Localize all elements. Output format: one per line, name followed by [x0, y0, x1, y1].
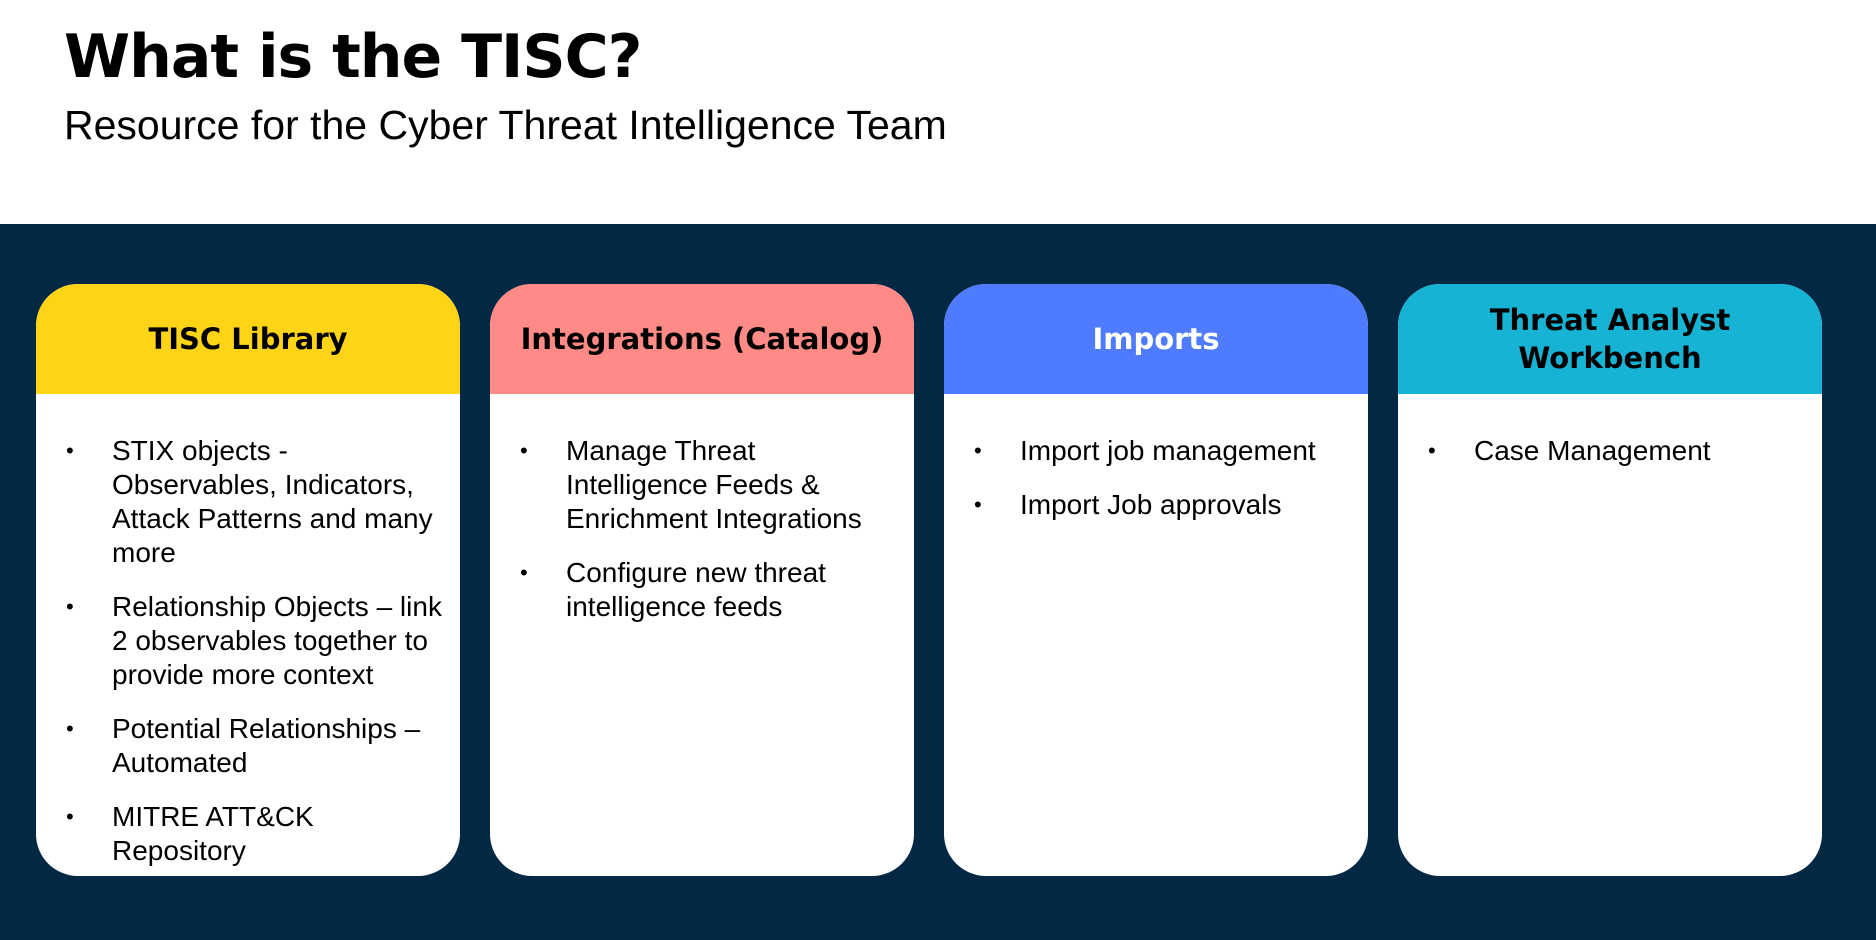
- bullet-dot-icon: •: [974, 438, 982, 463]
- bullet-item: • Configure new threat intelligence feeds: [508, 556, 900, 624]
- bullet-item: • STIX objects - Observables, Indicators,…: [54, 434, 446, 570]
- bullet-text: Manage Threat Intelligence Feeds & Enric…: [566, 435, 862, 534]
- bullet-text: MITRE ATT&CK Repository: [112, 801, 314, 866]
- bullet-item: • MITRE ATT&CK Repository: [54, 800, 446, 868]
- bullet-item: • Import job management: [962, 434, 1354, 468]
- card-body: • Import job management • Import Job appro…: [944, 394, 1368, 522]
- card-header-workbench: Threat Analyst Workbench: [1398, 284, 1822, 394]
- bullet-list: • Case Management: [1416, 434, 1808, 468]
- bullet-text: Import job management: [1020, 435, 1316, 466]
- bullet-dot-icon: •: [974, 492, 982, 517]
- card-body: • STIX objects - Observables, Indicators,…: [36, 394, 460, 868]
- bullet-dot-icon: •: [66, 594, 74, 619]
- card-threat-analyst-workbench: Threat Analyst Workbench • Case Managemen…: [1398, 284, 1822, 876]
- bullet-text: Case Management: [1474, 435, 1711, 466]
- bullet-item: • Import Job approvals: [962, 488, 1354, 522]
- bullet-list: • STIX objects - Observables, Indicators,…: [54, 434, 446, 868]
- bullet-dot-icon: •: [66, 804, 74, 829]
- bullet-item: • Potential Relationships – Automated: [54, 712, 446, 780]
- card-body: • Case Management: [1398, 394, 1822, 468]
- slide-title: What is the TISC?: [64, 22, 642, 92]
- bullet-dot-icon: •: [66, 438, 74, 463]
- card-integrations: Integrations (Catalog) • Manage Threat In…: [490, 284, 914, 876]
- bullet-item: • Case Management: [1416, 434, 1808, 468]
- card-header-integrations: Integrations (Catalog): [490, 284, 914, 394]
- bullet-text: Relationship Objects – link 2 observable…: [112, 591, 442, 690]
- bullet-text: Configure new threat intelligence feeds: [566, 557, 826, 622]
- bullet-text: Potential Relationships – Automated: [112, 713, 421, 778]
- card-tisc-library: TISC Library • STIX objects - Observables…: [36, 284, 460, 876]
- bullet-dot-icon: •: [520, 438, 528, 463]
- bullet-text: STIX objects - Observables, Indicators, …: [112, 435, 433, 568]
- bullet-list: • Manage Threat Intelligence Feeds & Enri…: [508, 434, 900, 624]
- slide-subtitle: Resource for the Cyber Threat Intelligen…: [64, 102, 947, 148]
- card-imports: Imports • Import job management • Import J…: [944, 284, 1368, 876]
- bullet-dot-icon: •: [66, 716, 74, 741]
- bullet-dot-icon: •: [1428, 438, 1436, 463]
- bullet-item: • Manage Threat Intelligence Feeds & Enri…: [508, 434, 900, 536]
- card-header-tisc-library: TISC Library: [36, 284, 460, 394]
- card-body: • Manage Threat Intelligence Feeds & Enri…: [490, 394, 914, 624]
- bullet-item: • Relationship Objects – link 2 observabl…: [54, 590, 446, 692]
- bullet-text: Import Job approvals: [1020, 489, 1282, 520]
- card-header-imports: Imports: [944, 284, 1368, 394]
- bullet-list: • Import job management • Import Job appro…: [962, 434, 1354, 522]
- bullet-dot-icon: •: [520, 560, 528, 585]
